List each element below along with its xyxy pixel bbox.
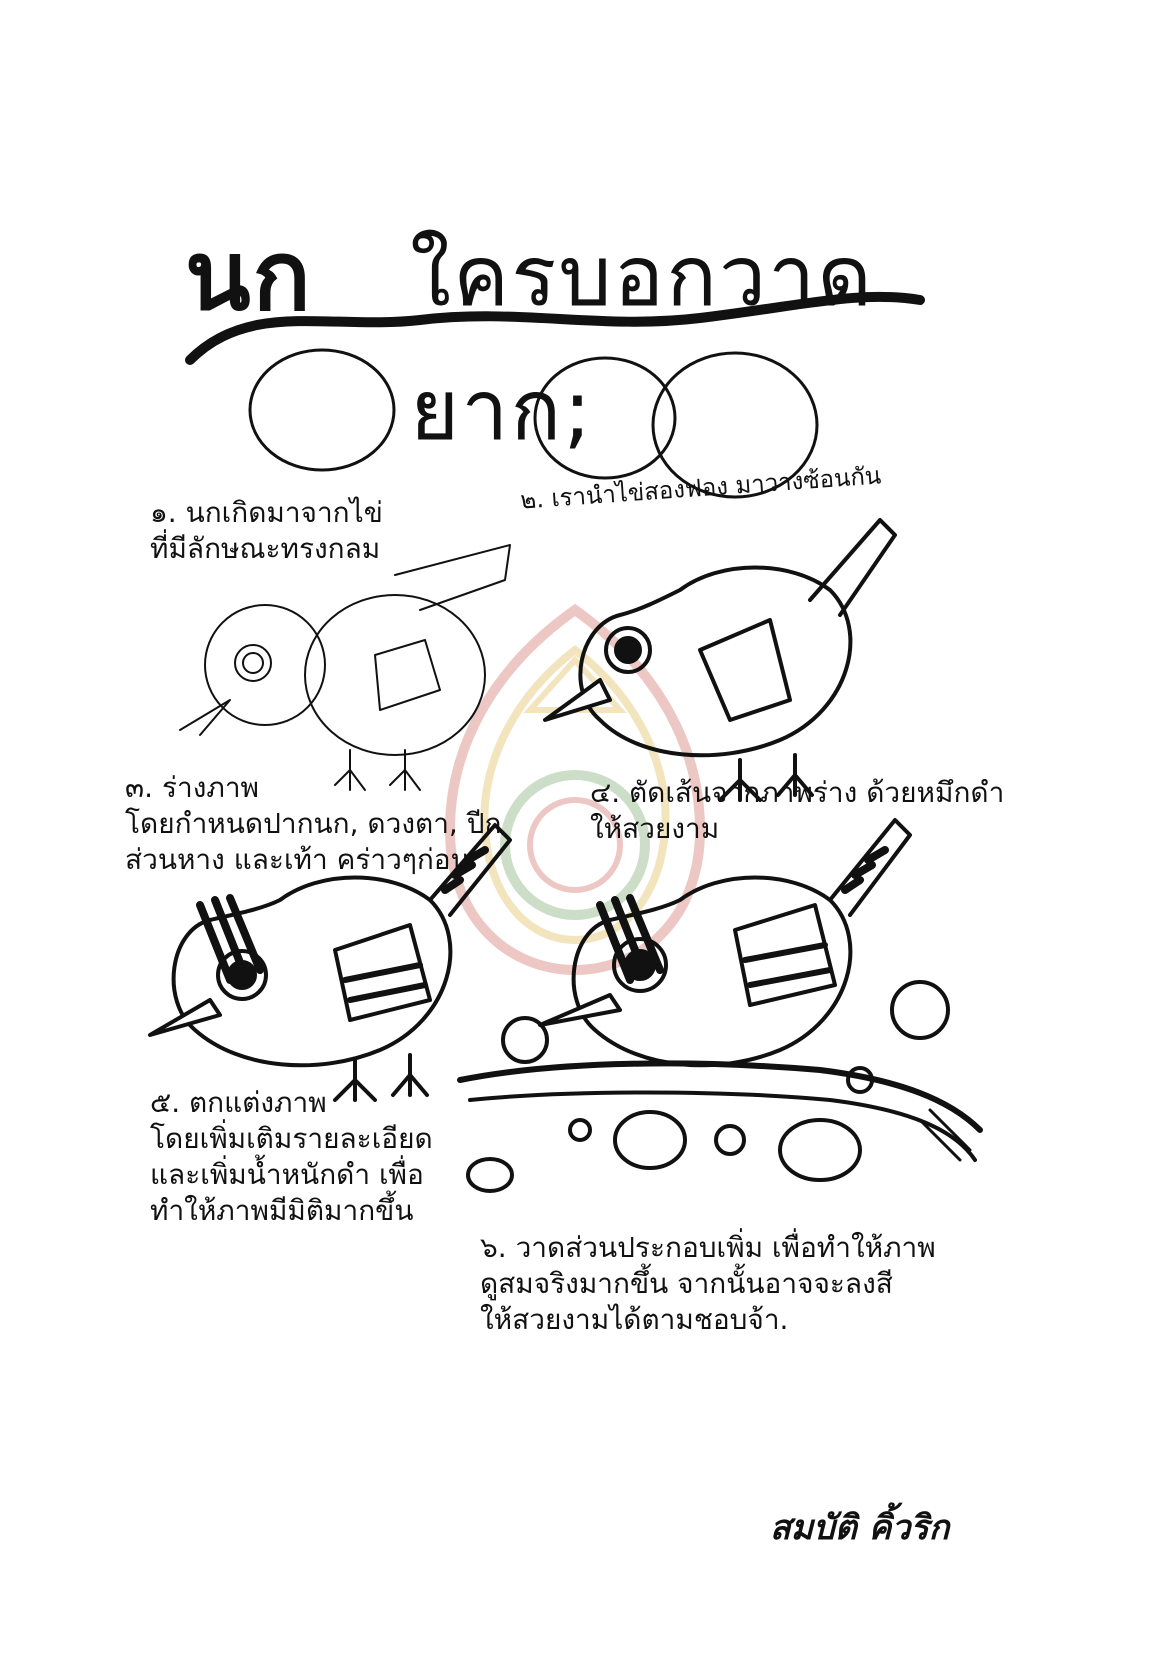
step-5-text: ๕. ตกแต่งภาพ โดยเพิ่มเติมรายละเอียด และเ… [150,1086,433,1227]
title-underline [185,291,925,365]
page-title: นก ใครบอกวาดยาก; [170,190,970,459]
step-1-text: ๑. นกเกิดมาจากไข่ ที่มีลักษณะทรงกลม [150,496,383,565]
title-main: นก [185,220,313,332]
step-6-text: ๖. วาดส่วนประกอบเพิ่ม เพื่อทำให้ภาพ ดูสม… [480,1231,936,1336]
step1-egg [248,348,396,472]
step6-bird-on-branch [457,818,983,1193]
step-3-text: ๓. ร่างภาพ โดยกำหนดปากนก, ดวงตา, ปีก ส่ว… [125,771,502,876]
step3-sketch-bird [179,544,511,791]
step2-egg-left [533,356,677,480]
step-4-text: ๔. ตัดเส้นจากภาพร่าง ด้วยหมึกดำ ให้สวยงา… [590,776,1005,845]
step5-decorated-bird [148,823,512,1102]
author-signature: สมบัติ คิ้วริก [770,1508,950,1548]
step2-egg-right [651,351,819,499]
step4-inked-bird [543,518,897,802]
